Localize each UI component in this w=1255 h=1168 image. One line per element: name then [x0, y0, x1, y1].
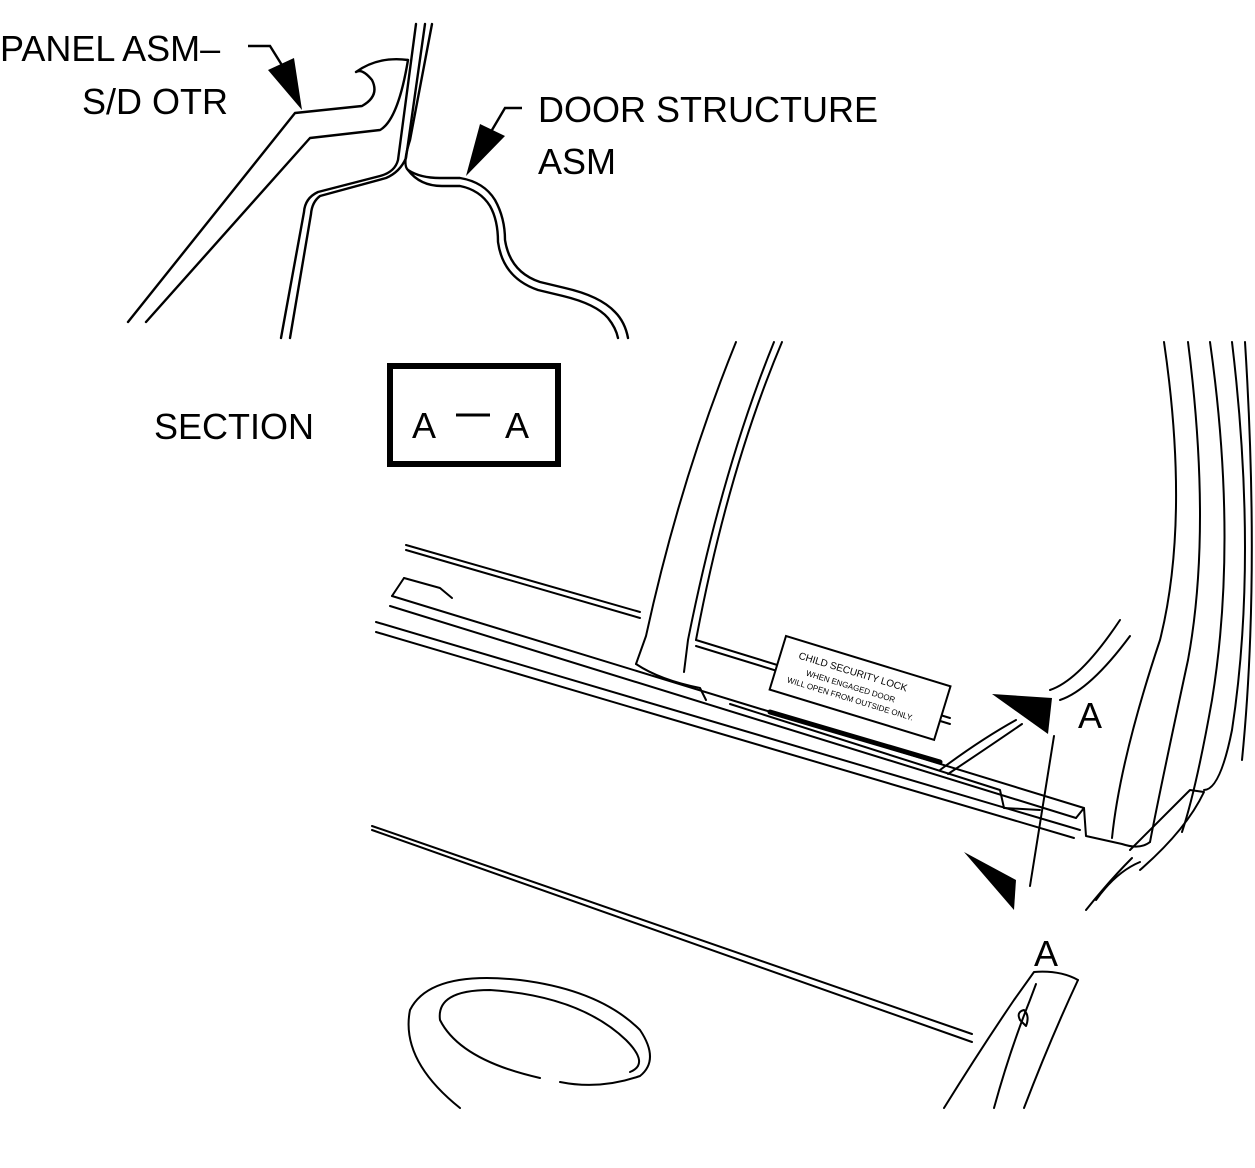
- b-pillar-right: [695, 341, 783, 641]
- belt-step: [939, 719, 1017, 771]
- section-to: A: [505, 405, 529, 446]
- wheel-arch-inner: [438, 989, 640, 1079]
- belt-line-2: [405, 549, 641, 619]
- panel-leader: [248, 44, 302, 110]
- quarter-upper-2: [1095, 861, 1141, 901]
- belt-line-1: [405, 544, 641, 613]
- body-crease-1: [371, 825, 973, 1035]
- cut-label-top: A: [1078, 695, 1102, 736]
- door-label-line1: DOOR STRUCTURE: [538, 89, 878, 130]
- outer-panel-line-inner: [144, 58, 410, 324]
- quarter-flare: [1129, 789, 1205, 871]
- rear-frame-curve: [1049, 619, 1121, 691]
- b-pillar-base: [635, 663, 707, 701]
- belt-molding-2: [389, 605, 1077, 819]
- inner-channel: [729, 703, 1041, 811]
- rear-frame-5: [1241, 341, 1253, 761]
- section-from: A: [412, 405, 436, 446]
- rear-frame-2: [1149, 341, 1201, 843]
- door-leader: [466, 106, 522, 176]
- b-pillar-inner: [683, 341, 775, 673]
- b-pillar-left: [635, 341, 737, 665]
- body-crease-2: [371, 829, 973, 1043]
- cut-label-bottom: A: [1034, 933, 1058, 974]
- belt-notch-left: [391, 577, 405, 597]
- door-view: [371, 341, 1253, 1109]
- outer-panel-line: [126, 58, 410, 324]
- quarter-upper-1: [1085, 857, 1133, 911]
- cut-arrow-top: [992, 694, 1052, 734]
- belt-molding-4: [375, 621, 1081, 831]
- panel-label-line2: S/D OTR: [82, 81, 228, 122]
- flange-line-inner: [288, 22, 427, 340]
- belt-molding-top: [391, 595, 1085, 809]
- section-box: [387, 363, 561, 467]
- door-label-line2: ASM: [538, 141, 616, 182]
- weatherstrip-seg: [767, 709, 943, 765]
- quarter-lower-2: [993, 983, 1037, 1109]
- flange-line-left: [279, 22, 418, 340]
- rear-frame-curve2: [1059, 635, 1131, 701]
- quarter-notch: [1017, 1009, 1029, 1027]
- section-detail: [126, 22, 630, 340]
- door-leader-arrowhead: [466, 124, 505, 176]
- quarter-lower-1: [943, 970, 1079, 1109]
- belt-molding-3: [375, 631, 1075, 839]
- section-word: SECTION: [154, 406, 314, 447]
- door-structure-inner: [406, 168, 620, 340]
- rear-frame-3: [1181, 341, 1226, 833]
- wheel-arch-outer: [407, 977, 651, 1109]
- decal-outline: [768, 634, 952, 742]
- belt-step2: [947, 723, 1023, 775]
- panel-label-line1: PANEL ASM–: [0, 28, 220, 69]
- rear-frame-1: [1111, 341, 1178, 839]
- quarter-lower-3: [1023, 979, 1079, 1109]
- rear-frame-4: [1203, 341, 1246, 791]
- cut-arrow-bottom: [964, 852, 1016, 910]
- panel-leader-arrowhead: [268, 58, 302, 110]
- belt-notch: [403, 577, 453, 599]
- cut-plane-line: [1029, 735, 1055, 887]
